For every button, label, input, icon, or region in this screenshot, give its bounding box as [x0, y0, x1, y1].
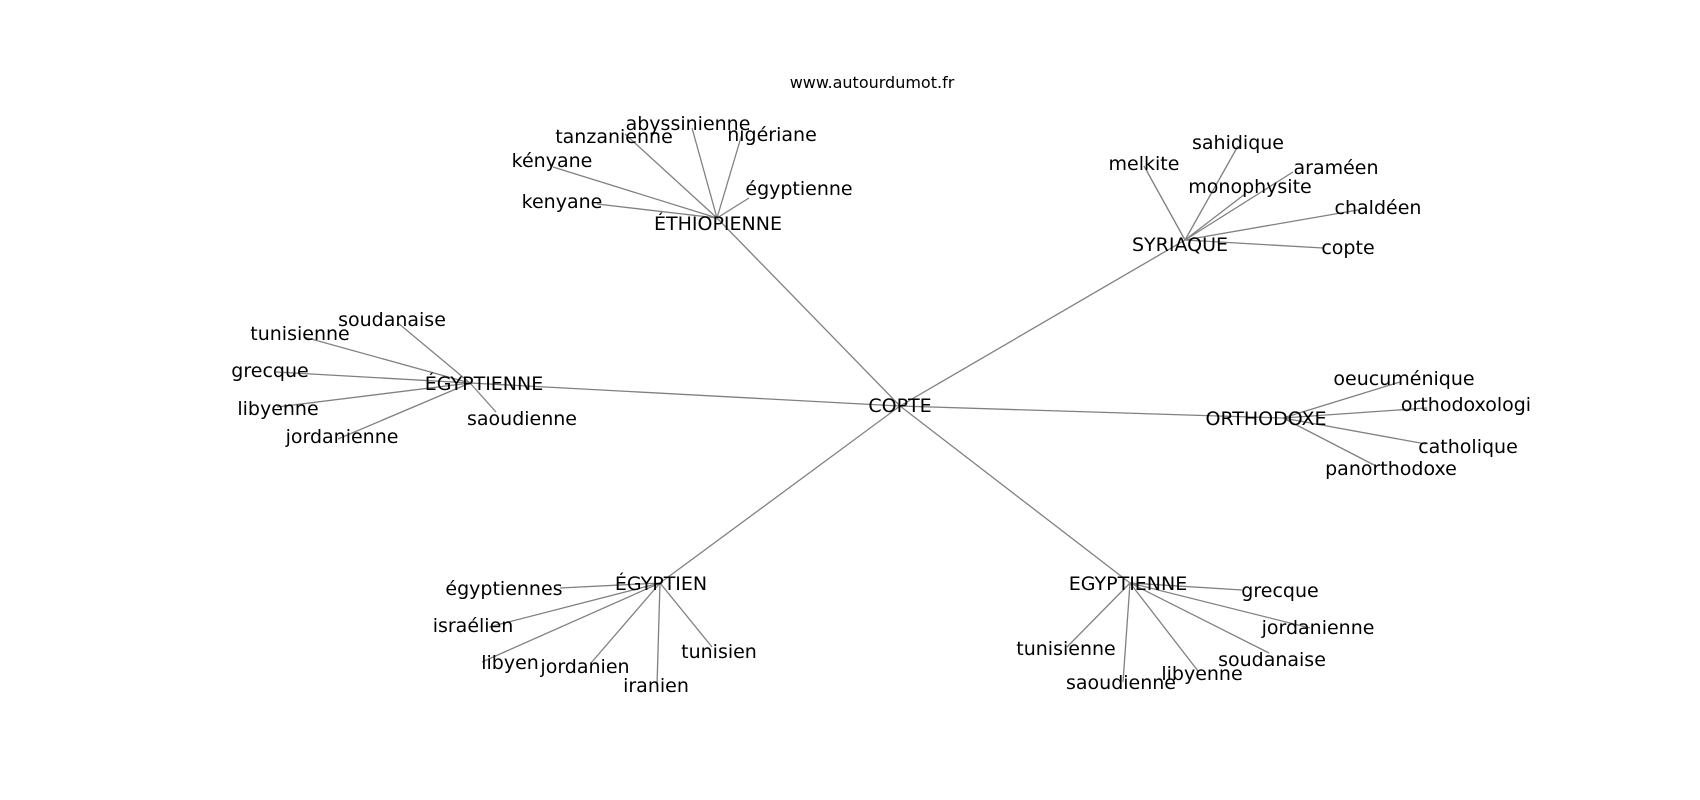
edge-branch-2-leaf-0 — [397, 322, 471, 384]
edge-branch-5-leaf-2 — [1066, 582, 1131, 648]
leaf-node-1-2[interactable]: araméen — [1293, 157, 1378, 179]
leaf-node-0-0[interactable]: abyssinienne — [626, 113, 751, 135]
site-watermark: www.autourdumot.fr — [790, 73, 955, 92]
leaf-node-5-2[interactable]: tunisienne — [1016, 638, 1115, 660]
leaf-node-2-5[interactable]: saoudienne — [467, 408, 577, 430]
leaf-node-3-3[interactable]: panorthodoxe — [1325, 458, 1457, 480]
edge-branch-2-leaf-4 — [337, 382, 471, 440]
edge-branch-2-leaf-1 — [303, 336, 471, 384]
leaf-node-3-1[interactable]: orthodoxologi — [1401, 394, 1531, 416]
edge-branch-4-leaf-2 — [481, 582, 661, 663]
edge-branch-1-leaf-2 — [1184, 171, 1294, 241]
leaf-node-1-0[interactable]: sahidique — [1192, 132, 1284, 154]
edge-branch-3-leaf-3 — [1282, 417, 1377, 467]
leaf-node-2-0[interactable]: soudanaise — [338, 309, 446, 331]
branch-node-2[interactable]: ÉGYPTIENNE — [425, 372, 544, 395]
leaf-node-0-2[interactable]: nigériane — [727, 124, 817, 146]
edge-branch-4-leaf-1 — [488, 582, 661, 628]
edge-branch-5-leaf-5 — [1122, 582, 1131, 683]
edge-root-branch-1 — [899, 239, 1186, 407]
edge-branch-3-leaf-1 — [1282, 407, 1428, 419]
edge-branch-3-leaf-2 — [1282, 417, 1427, 445]
branch-node-5[interactable]: EGYPTIENNE — [1069, 573, 1188, 595]
branch-node-1[interactable]: SYRIAQUE — [1132, 234, 1228, 256]
edge-branch-4-leaf-3 — [590, 582, 661, 664]
edge-branch-1-leaf-3 — [1184, 193, 1246, 241]
edge-branch-5-leaf-1 — [1129, 582, 1311, 629]
edge-branch-0-leaf-0 — [691, 127, 718, 219]
edge-branch-0-leaf-2 — [716, 133, 743, 219]
branch-node-0[interactable]: ÉTHIOPIENNE — [654, 212, 782, 235]
edge-root-branch-5 — [899, 405, 1131, 584]
edge-branch-2-leaf-3 — [276, 382, 471, 408]
edge-branch-1-leaf-1 — [1143, 165, 1186, 241]
leaf-node-5-5[interactable]: saoudienne — [1066, 672, 1176, 694]
edge-branch-5-leaf-3 — [1129, 582, 1270, 654]
leaf-node-5-0[interactable]: grecque — [1241, 580, 1318, 602]
edge-branch-2-leaf-5 — [469, 382, 497, 413]
edge-root-branch-0 — [716, 217, 901, 407]
edge-branch-0-leaf-4 — [716, 197, 750, 219]
edge-root-branch-4 — [659, 405, 901, 584]
edge-branch-0-leaf-5 — [596, 203, 718, 219]
branch-node-4[interactable]: ÉGYPTIEN — [615, 572, 707, 595]
edge-branch-5-leaf-0 — [1129, 582, 1243, 591]
edge-branch-0-leaf-3 — [552, 166, 718, 219]
leaf-node-3-0[interactable]: oeucuménique — [1333, 368, 1474, 390]
leaf-node-2-2[interactable]: grecque — [231, 360, 308, 382]
edge-branch-1-leaf-5 — [1184, 239, 1324, 249]
edge-root-branch-2 — [469, 382, 901, 407]
leaf-node-3-2[interactable]: catholique — [1418, 436, 1518, 458]
leaf-node-5-4[interactable]: libyenne — [1161, 663, 1242, 685]
leaf-node-1-3[interactable]: monophysite — [1188, 176, 1311, 198]
leaf-node-4-0[interactable]: égyptiennes — [445, 578, 562, 600]
root-node[interactable]: COPTE — [868, 395, 931, 417]
edge-branch-4-leaf-0 — [559, 582, 661, 589]
edge-branch-4-leaf-4 — [656, 582, 661, 687]
leaf-node-4-2[interactable]: libyen — [481, 652, 539, 674]
leaf-node-0-3[interactable]: kényane — [512, 150, 593, 172]
leaf-node-2-3[interactable]: libyenne — [237, 398, 318, 420]
edge-root-branch-3 — [899, 405, 1284, 419]
leaf-node-1-4[interactable]: chaldéen — [1335, 197, 1422, 219]
edge-branch-1-leaf-4 — [1184, 209, 1359, 241]
leaf-node-4-1[interactable]: israélien — [433, 615, 514, 637]
edge-branch-2-leaf-2 — [275, 371, 471, 384]
leaf-node-5-3[interactable]: soudanaise — [1218, 649, 1326, 671]
leaf-node-1-1[interactable]: melkite — [1109, 153, 1180, 175]
edge-branch-3-leaf-0 — [1282, 381, 1401, 419]
leaf-node-0-4[interactable]: égyptienne — [745, 178, 852, 200]
leaf-node-2-4[interactable]: jordanienne — [285, 426, 399, 448]
edge-branch-1-leaf-0 — [1184, 145, 1239, 241]
edge-branch-5-leaf-4 — [1129, 582, 1199, 672]
leaf-node-2-1[interactable]: tunisienne — [250, 323, 349, 345]
edges-layer — [275, 127, 1428, 687]
leaf-node-4-5[interactable]: tunisien — [681, 641, 757, 663]
leaf-node-5-1[interactable]: jordanienne — [1261, 617, 1375, 639]
branch-node-3[interactable]: ORTHODOXE — [1205, 408, 1326, 430]
leaf-node-1-5[interactable]: copte — [1321, 237, 1374, 259]
leaf-node-4-3[interactable]: jordanien — [539, 656, 629, 678]
edge-branch-4-leaf-5 — [659, 582, 713, 648]
leaf-node-0-1[interactable]: tanzanienne — [555, 126, 673, 148]
leaf-node-0-5[interactable]: kenyane — [522, 191, 603, 213]
edge-branch-0-leaf-1 — [624, 133, 718, 219]
leaf-node-4-4[interactable]: iranien — [623, 675, 689, 697]
